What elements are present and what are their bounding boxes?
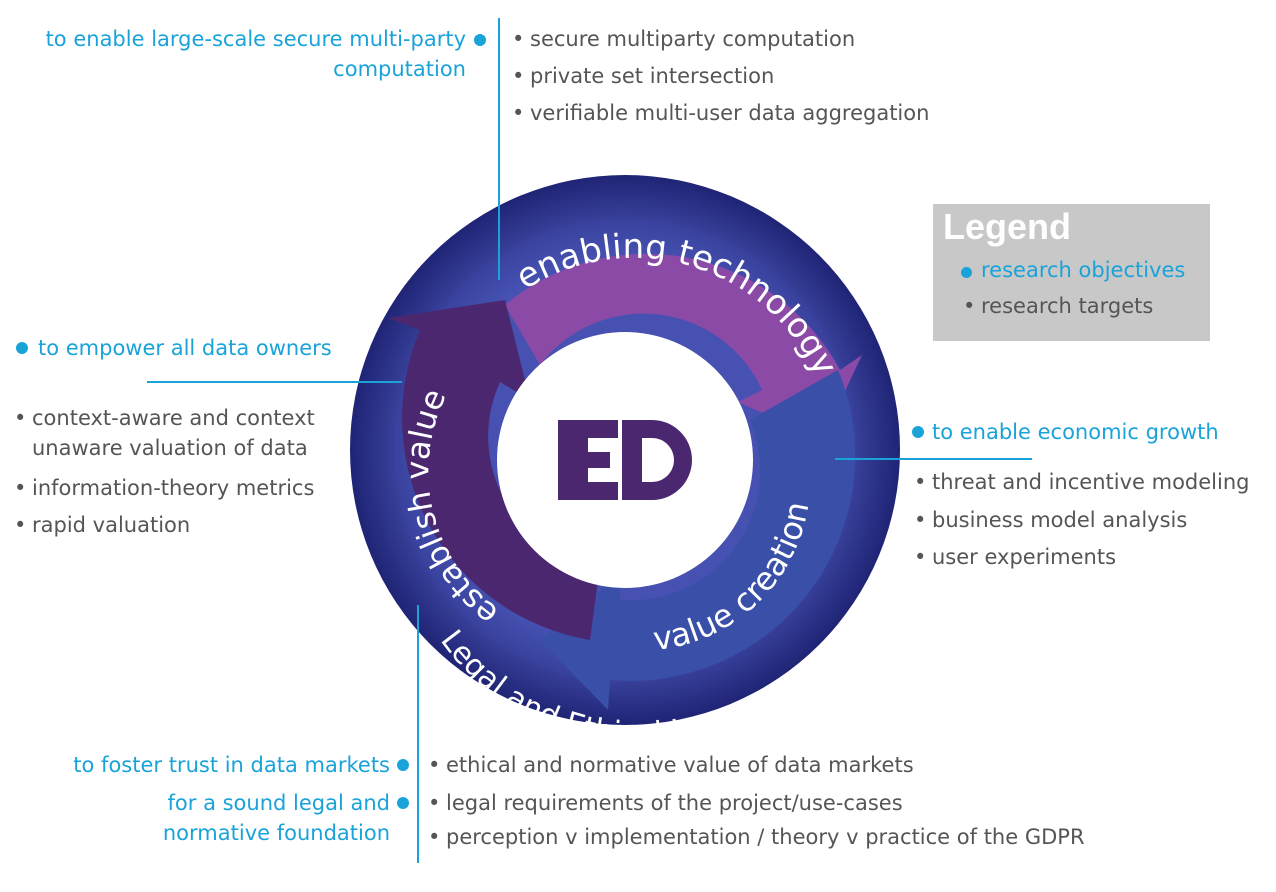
value-creation-arrow [540, 370, 856, 710]
legend-box: Legend research objectives • research ta… [933, 204, 1210, 341]
legend-targets-label: research targets [981, 294, 1154, 318]
top-target-3: •verifiable multi-user data aggregation [512, 101, 930, 125]
left-target-1: •context-aware and context [14, 406, 315, 430]
bottom-target-1: •ethical and normative value of data mar… [428, 753, 914, 777]
right-target-2: •business model analysis [914, 508, 1188, 532]
top-connector-line [498, 18, 500, 280]
top-target-2: •private set intersection [512, 64, 775, 88]
bottom-objective-2-dot [397, 797, 409, 809]
enabling-technology-arrow [505, 253, 862, 440]
left-objective-dot [16, 342, 28, 354]
bottom-objective-2: for a sound legal and normative foundati… [162, 791, 390, 845]
right-objective: to enable economic growth [932, 420, 1219, 444]
right-target-1: •threat and incentive modeling [914, 470, 1250, 494]
right-objective-dot [912, 426, 924, 438]
left-target-3: •rapid valuation [14, 513, 191, 537]
right-target-3: •user experiments [914, 545, 1117, 569]
bottom-objective-1: to foster trust in data markets [73, 753, 390, 777]
legend-objectives-label: research objectives [981, 258, 1186, 282]
bottom-target-2: •legal requirements of the project/use-c… [428, 791, 903, 815]
legend-title: Legend [943, 206, 1072, 247]
bottom-target-3: •perception v implementation / theory v … [428, 825, 1085, 849]
ed-logo [558, 420, 692, 500]
legend-objective-dot [961, 267, 972, 278]
bottom-objective-1-dot [397, 759, 409, 771]
top-target-1: •secure multiparty computation [512, 27, 856, 51]
left-objective: to empower all data owners [38, 336, 332, 360]
left-target-1b: unaware valuation of data [32, 436, 308, 460]
left-target-2: •information-theory metrics [14, 476, 315, 500]
legend-target-bullet: • [963, 294, 976, 318]
top-objective: to enable large-scale secure multi-party… [45, 27, 466, 81]
right-connector-line [835, 458, 1032, 460]
left-connector-line [147, 381, 402, 383]
top-objective-dot [474, 34, 486, 46]
bottom-connector-line [417, 605, 419, 863]
